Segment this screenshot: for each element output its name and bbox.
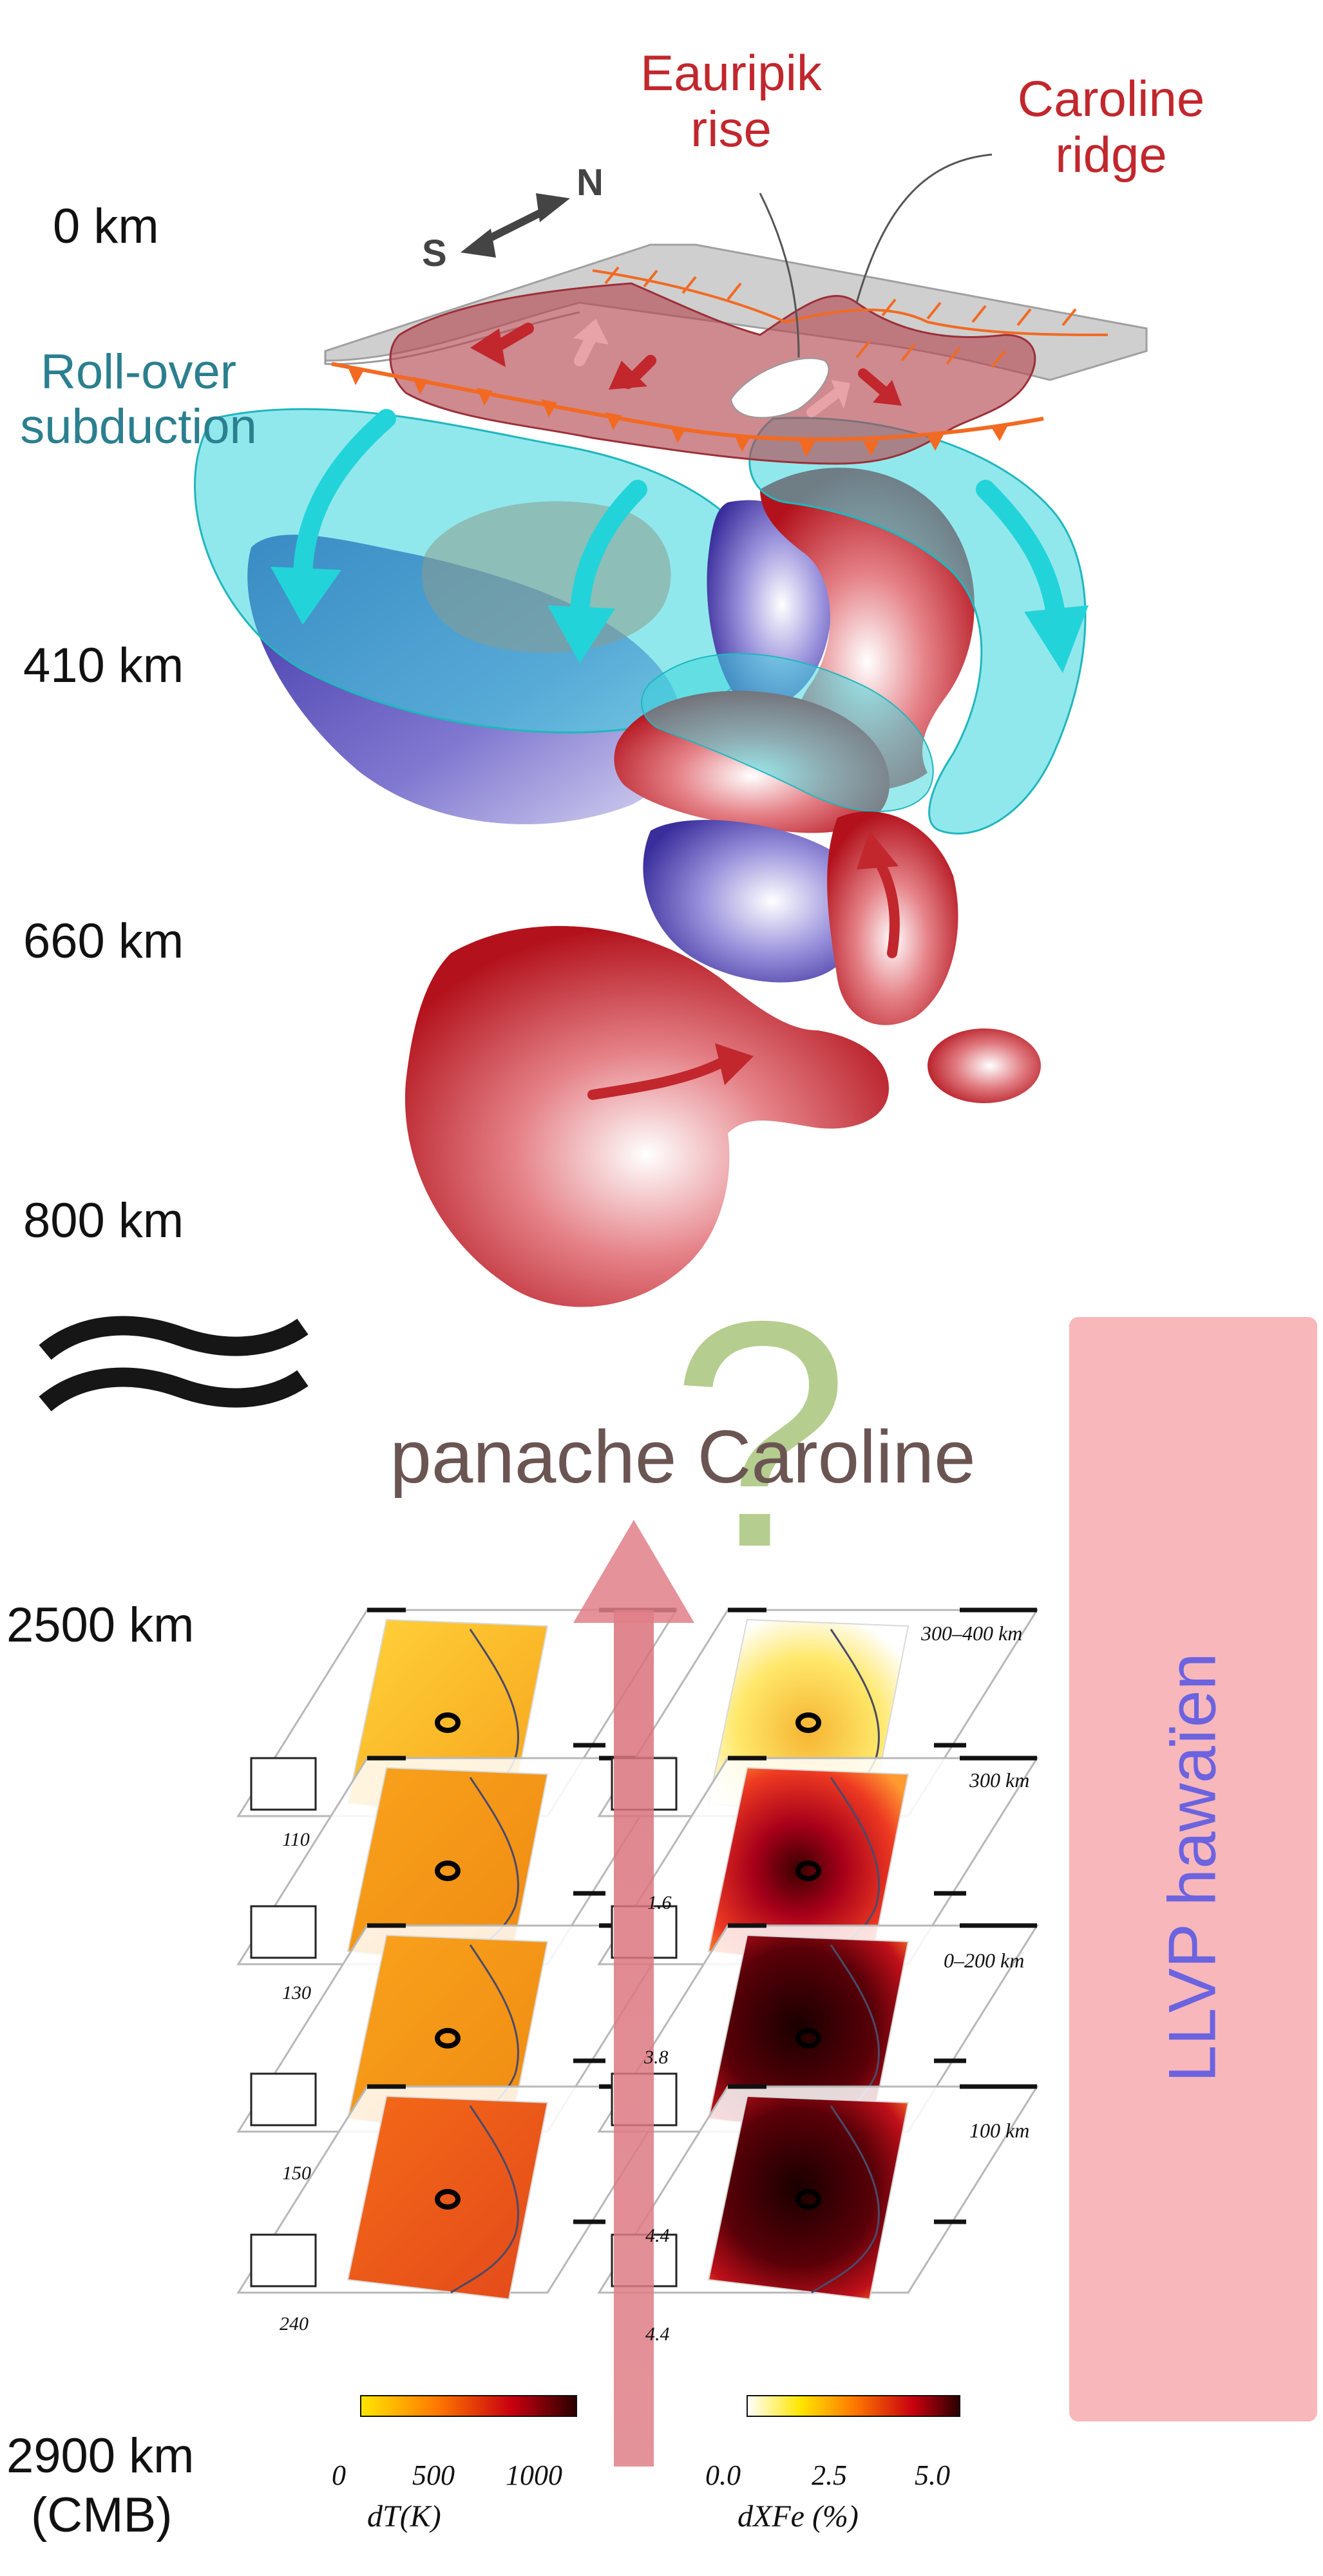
right-depth-tag-1: 300–400 km [921, 1622, 1023, 1645]
rollover-slab-right [748, 417, 1087, 835]
question-mark: ? [671, 1254, 850, 1614]
left-panel-hotspot-1 [435, 1712, 461, 1733]
rollover-line-1: Roll-over [40, 345, 237, 399]
rollover-subduction-label: Roll-over subduction [0, 345, 277, 454]
right-panel-number-3: 4.4 [645, 2225, 670, 2246]
right-panel-hotspot-4 [795, 2189, 821, 2210]
depth-label-0km: 0 km [53, 199, 159, 254]
depth-label-800km: 800 km [23, 1193, 184, 1248]
compass-north-label: N [576, 162, 604, 204]
plate-hole [730, 357, 830, 419]
colorbar-right-label: dXFe (%) [738, 2499, 859, 2533]
eauripik-line-2: rise [690, 100, 772, 158]
left-panel-stack [236, 1607, 678, 2300]
right-panel-hotspot-1 [795, 1712, 821, 1733]
plume-deep-blob [405, 925, 889, 1307]
depth-gap-symbol [39, 1316, 309, 1412]
colorbar-right-tick-1: 2.5 [812, 2459, 847, 2491]
depth-label-2500km: 2500 km [6, 1598, 195, 1653]
left-panel-inset-4 [250, 2233, 317, 2287]
upwelling-arrow-head [573, 1520, 694, 1623]
cold-anomaly-lower [643, 820, 859, 983]
caroline-line-2: ridge [1055, 126, 1167, 184]
colorbar-left-tick-1: 500 [412, 2459, 455, 2491]
plate-motion-arrows [604, 266, 1077, 368]
colorbar-left-tick-2: 1000 [506, 2459, 562, 2491]
colorbar-left [360, 2395, 577, 2417]
right-panel-contour-4 [811, 2105, 880, 2294]
slab-arrow-1 [293, 409, 396, 589]
right-panel-number-2: 3.8 [644, 2047, 669, 2068]
left-panel-number-3: 150 [282, 2163, 311, 2184]
colorbar-right [747, 2395, 960, 2417]
depth-label-2900km: 2900 km [6, 2429, 195, 2483]
plate-flow-arrows [470, 319, 902, 417]
left-panel-number-2: 130 [282, 1982, 311, 2003]
depth-label-410km: 410 km [23, 638, 184, 693]
right-panel-number-1: 1.6 [647, 1892, 672, 1913]
left-panel-inset-2 [250, 1905, 317, 1959]
colorbar-left-label: dT(K) [367, 2499, 441, 2533]
rollover-line-2: subduction [20, 399, 257, 455]
right-panel-hotspot-3 [795, 2028, 821, 2049]
left-panel-number-4: 240 [280, 2313, 309, 2334]
right-panel-ticks-2 [728, 1756, 1037, 1896]
right-panel-ticks-1 [728, 1607, 1037, 1748]
slab-arrowhead-3 [1024, 605, 1089, 673]
left-panel-inset-1 [250, 1757, 317, 1811]
right-panel-ticks-3 [728, 1923, 1037, 2063]
eauripik-rise-label: Eauripik rise [628, 44, 834, 158]
plume-flow-arrowhead-2 [857, 831, 899, 869]
plume-flow-arrowhead-1 [715, 1043, 754, 1085]
left-panel-number-1: 110 [282, 1829, 310, 1850]
left-panel-inset-3 [250, 2072, 317, 2126]
right-depth-tag-4: 100 km [969, 2119, 1030, 2142]
rollover-slab-inner [421, 501, 671, 653]
depth-label-cmb: (CMB) [31, 2488, 173, 2543]
right-panel-stack [597, 1607, 1039, 2300]
colorbar-right-tick-0: 0.0 [705, 2459, 741, 2491]
colorbar-left-tick-0: 0 [332, 2459, 346, 2491]
caroline-ridge-label: Caroline ridge [1002, 70, 1221, 184]
slab-arrow-2 [570, 480, 647, 628]
left-panel-hotspot-3 [435, 2028, 461, 2049]
depth-label-660km: 660 km [23, 914, 184, 969]
eauripik-pointer [759, 193, 800, 358]
right-panel-number-4: 4.4 [645, 2324, 670, 2345]
left-panel-hotspot-2 [435, 1861, 461, 1881]
ridge-line [592, 269, 1109, 336]
slab-arrow-3 [976, 480, 1066, 628]
slab-arrowhead-2 [547, 605, 615, 663]
compass-south-label: S [422, 232, 447, 274]
caroline-pointer [855, 153, 993, 303]
compass-arrow [461, 193, 570, 258]
raised-plate [389, 282, 1036, 465]
caroline-line-1: Caroline [1017, 70, 1205, 127]
llvp-label: LLVP hawaïen [1155, 1653, 1230, 2083]
upwelling-arrow-shaft [614, 1610, 654, 2467]
right-depth-tag-3: 0–200 km [944, 1949, 1025, 1972]
right-panel-ticks-4 [728, 2084, 1037, 2224]
slab-arrowhead-1 [271, 567, 341, 625]
left-panel-hotspot-4 [435, 2189, 461, 2210]
panache-caroline-label: panache Caroline [390, 1415, 976, 1499]
left-panel-contour-4 [450, 2105, 519, 2294]
llvp-box [1069, 1317, 1317, 2421]
right-panel-hotspot-2 [795, 1861, 821, 1881]
plume-flow-arrow-1 [587, 1057, 727, 1100]
right-depth-tag-2: 300 km [969, 1768, 1030, 1792]
rollover-slab-center [641, 653, 934, 812]
eauripik-line-1: Eauripik [640, 44, 822, 101]
trench-teeth [348, 367, 1008, 457]
plume-small-blob [928, 1028, 1041, 1103]
colorbar-right-tick-2: 5.0 [915, 2459, 950, 2491]
